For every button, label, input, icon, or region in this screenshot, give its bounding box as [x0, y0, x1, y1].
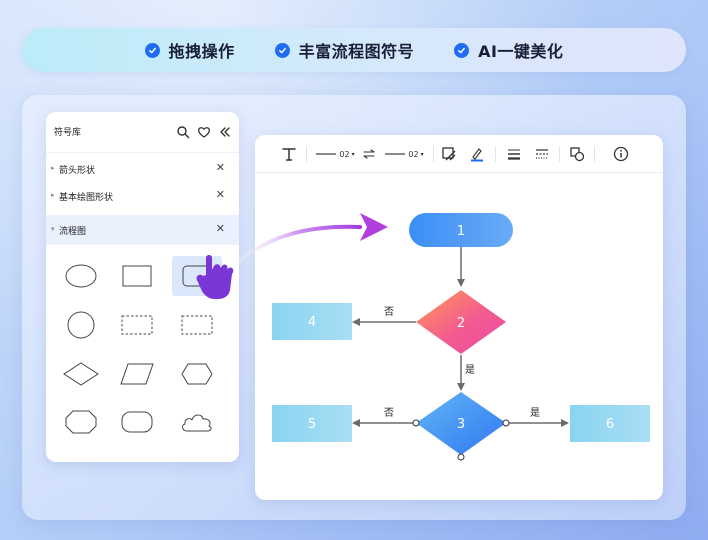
fill-tool-icon[interactable]	[439, 144, 459, 164]
divider	[559, 146, 560, 162]
pen-color-icon[interactable]	[467, 144, 487, 164]
shape-rectangle[interactable]	[115, 259, 159, 293]
shape-stadium[interactable]	[115, 405, 159, 439]
panel-title: 符号库	[54, 128, 82, 138]
close-icon[interactable]: ✕	[215, 188, 225, 201]
line-dash-icon[interactable]	[532, 144, 552, 164]
swap-icon[interactable]	[361, 144, 377, 164]
divider	[594, 146, 595, 162]
editor-toolbar: 02 ▾ 02 ▾	[255, 135, 663, 173]
section-basic-shapes[interactable]: ▸ 基本绘图形状 ✕	[46, 181, 239, 211]
section-label: 基本绘图形状	[59, 193, 114, 203]
shape-ellipse[interactable]	[59, 259, 103, 293]
line-weight-icon[interactable]	[504, 144, 524, 164]
feature-banner: 拖拽操作 丰富流程图符号 AI一键美化	[22, 28, 686, 72]
text-tool-icon[interactable]	[279, 144, 299, 164]
shapes-icon[interactable]	[567, 144, 587, 164]
chevron-right-icon: ▸	[51, 164, 55, 172]
feature-label: 丰富流程图符号	[298, 42, 415, 61]
search-icon[interactable]	[176, 124, 190, 139]
line-width-value: 02	[339, 149, 350, 159]
divider	[495, 146, 496, 162]
check-icon	[144, 42, 160, 58]
close-icon[interactable]: ✕	[215, 161, 225, 174]
diagram-editor: 02 ▾ 02 ▾	[255, 135, 663, 500]
shape-dashed-rectangle[interactable]	[175, 308, 219, 342]
chevron-down-icon: ▾	[51, 225, 55, 233]
feature-drag: 拖拽操作	[144, 38, 235, 62]
shape-cloud[interactable]	[175, 405, 219, 439]
feature-symbols: 丰富流程图符号	[274, 38, 415, 62]
line-style-value: 02	[408, 149, 419, 159]
line-width-select[interactable]: 02 ▾	[311, 144, 359, 164]
feature-label: AI一键美化	[478, 42, 564, 61]
shape-rounded-rectangle[interactable]	[172, 256, 222, 296]
shape-parallelogram[interactable]	[115, 357, 159, 391]
section-arrows[interactable]: ▸ 箭头形状 ✕	[46, 154, 239, 184]
shape-octagon[interactable]	[59, 405, 103, 439]
shape-hexagon[interactable]	[175, 357, 219, 391]
section-label: 流程图	[59, 227, 87, 237]
shape-circle[interactable]	[59, 308, 103, 342]
collapse-icon[interactable]	[218, 124, 232, 138]
shape-diamond[interactable]	[59, 357, 103, 391]
symbol-library-panel: 符号库 ▸ 箭头形状 ✕ ▸ 基本绘图形状 ✕ ▾ 流程图 ✕	[46, 112, 239, 462]
heart-icon[interactable]	[197, 124, 211, 138]
section-flowchart[interactable]: ▾ 流程图 ✕	[46, 215, 239, 245]
chevron-right-icon: ▸	[51, 191, 55, 199]
divider	[433, 146, 434, 162]
chevron-down-icon: ▾	[420, 150, 424, 158]
feature-ai: AI一键美化	[454, 38, 563, 62]
section-label: 箭头形状	[59, 166, 96, 176]
chevron-down-icon: ▾	[351, 150, 355, 158]
shape-dashed-rectangle[interactable]	[115, 308, 159, 342]
close-icon[interactable]: ✕	[215, 222, 225, 235]
check-icon	[454, 42, 470, 58]
check-icon	[274, 42, 290, 58]
line-style-select[interactable]: 02 ▾	[380, 144, 428, 164]
symbol-library-header: 符号库	[46, 112, 239, 152]
feature-label: 拖拽操作	[168, 42, 235, 61]
divider	[306, 146, 307, 162]
info-icon[interactable]	[611, 144, 631, 164]
divider	[46, 152, 239, 153]
